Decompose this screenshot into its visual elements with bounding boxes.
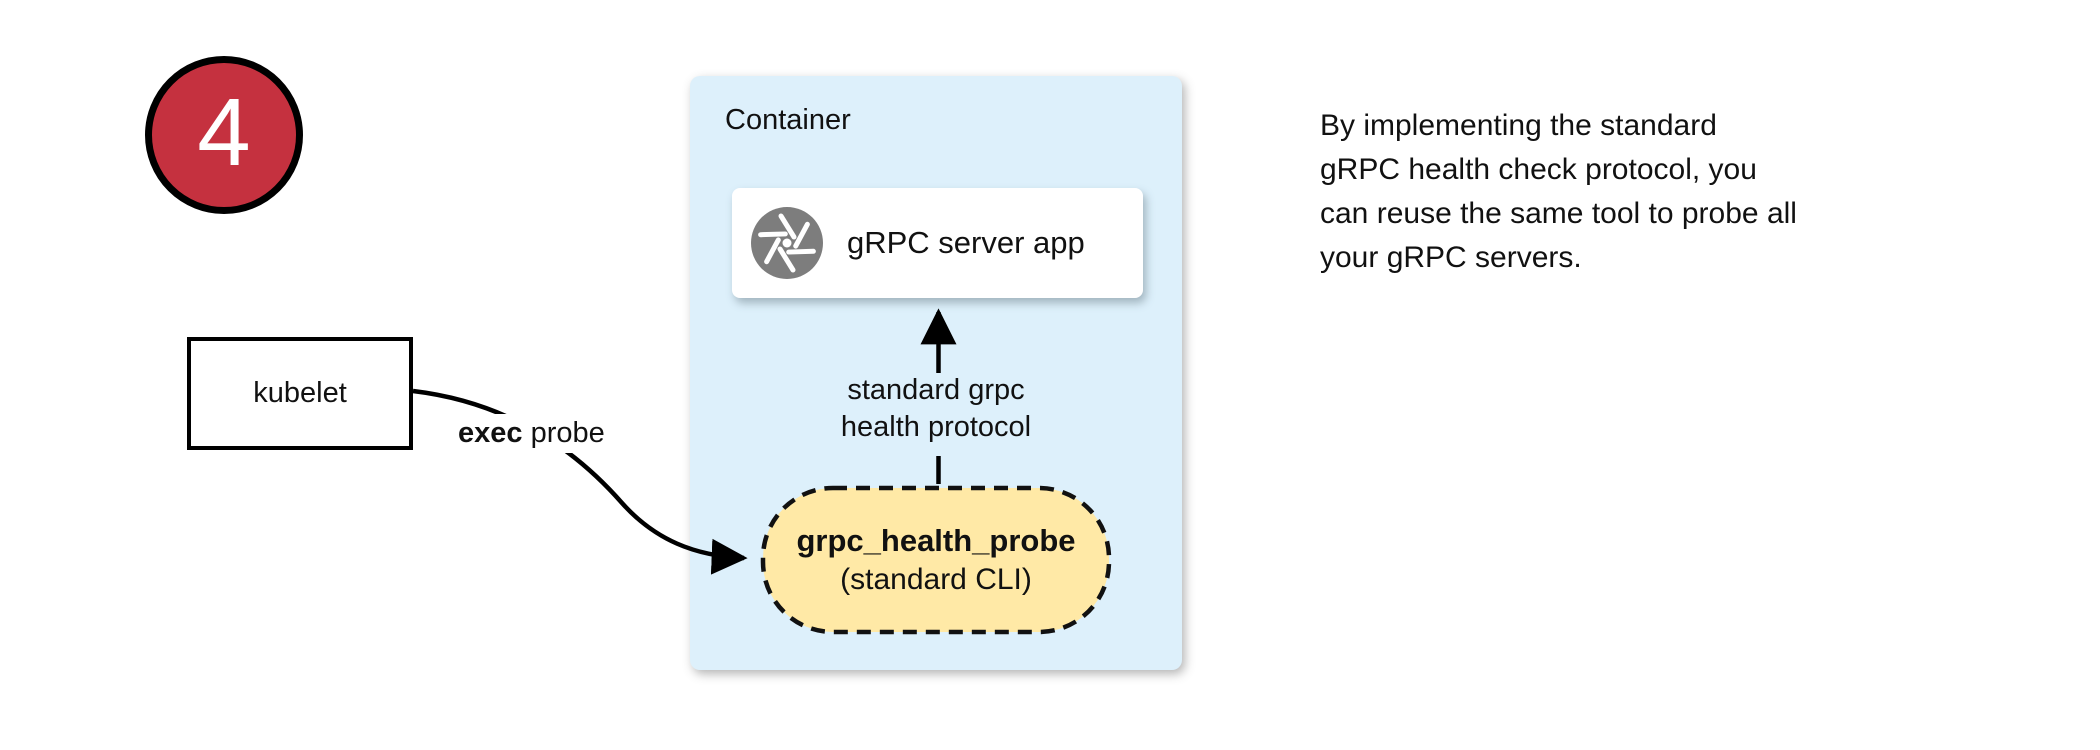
protocol-label-line: health protocol (840, 411, 1032, 443)
protocol-label: standard grpc health protocol (841, 372, 1031, 446)
note-line: your gRPC servers. (1320, 241, 1582, 274)
kubelet-label: kubelet (253, 377, 347, 409)
container-box: Container gRPC server app (690, 76, 1182, 670)
probe-pill-border (760, 485, 1112, 635)
note-line: gRPC health check protocol, you (1320, 153, 1757, 186)
probe-pill-subtitle: (standard CLI) (840, 563, 1032, 596)
exec-probe-bold: exec (458, 417, 523, 449)
note-line: can reuse the same tool to probe all (1320, 197, 1797, 230)
note-text: By implementing the standard gRPC health… (1320, 104, 1797, 280)
protocol-label-line: standard grpc (847, 374, 1025, 406)
exec-probe-label: exec probe (452, 414, 611, 453)
grpc-server-label: gRPC server app (847, 225, 1085, 260)
kubelet-box: kubelet (187, 337, 413, 450)
note-line: By implementing the standard (1320, 109, 1717, 142)
probe-pill-title: grpc_health_probe (796, 523, 1076, 558)
grpc-server-box: gRPC server app (732, 188, 1143, 298)
container-label: Container (725, 104, 851, 136)
exec-probe-rest: probe (522, 417, 605, 449)
probe-pill: grpc_health_probe (standard CLI) (760, 485, 1112, 635)
step-number: 4 (197, 79, 251, 186)
step-badge: 4 (145, 56, 303, 214)
aperture-icon (750, 206, 824, 280)
